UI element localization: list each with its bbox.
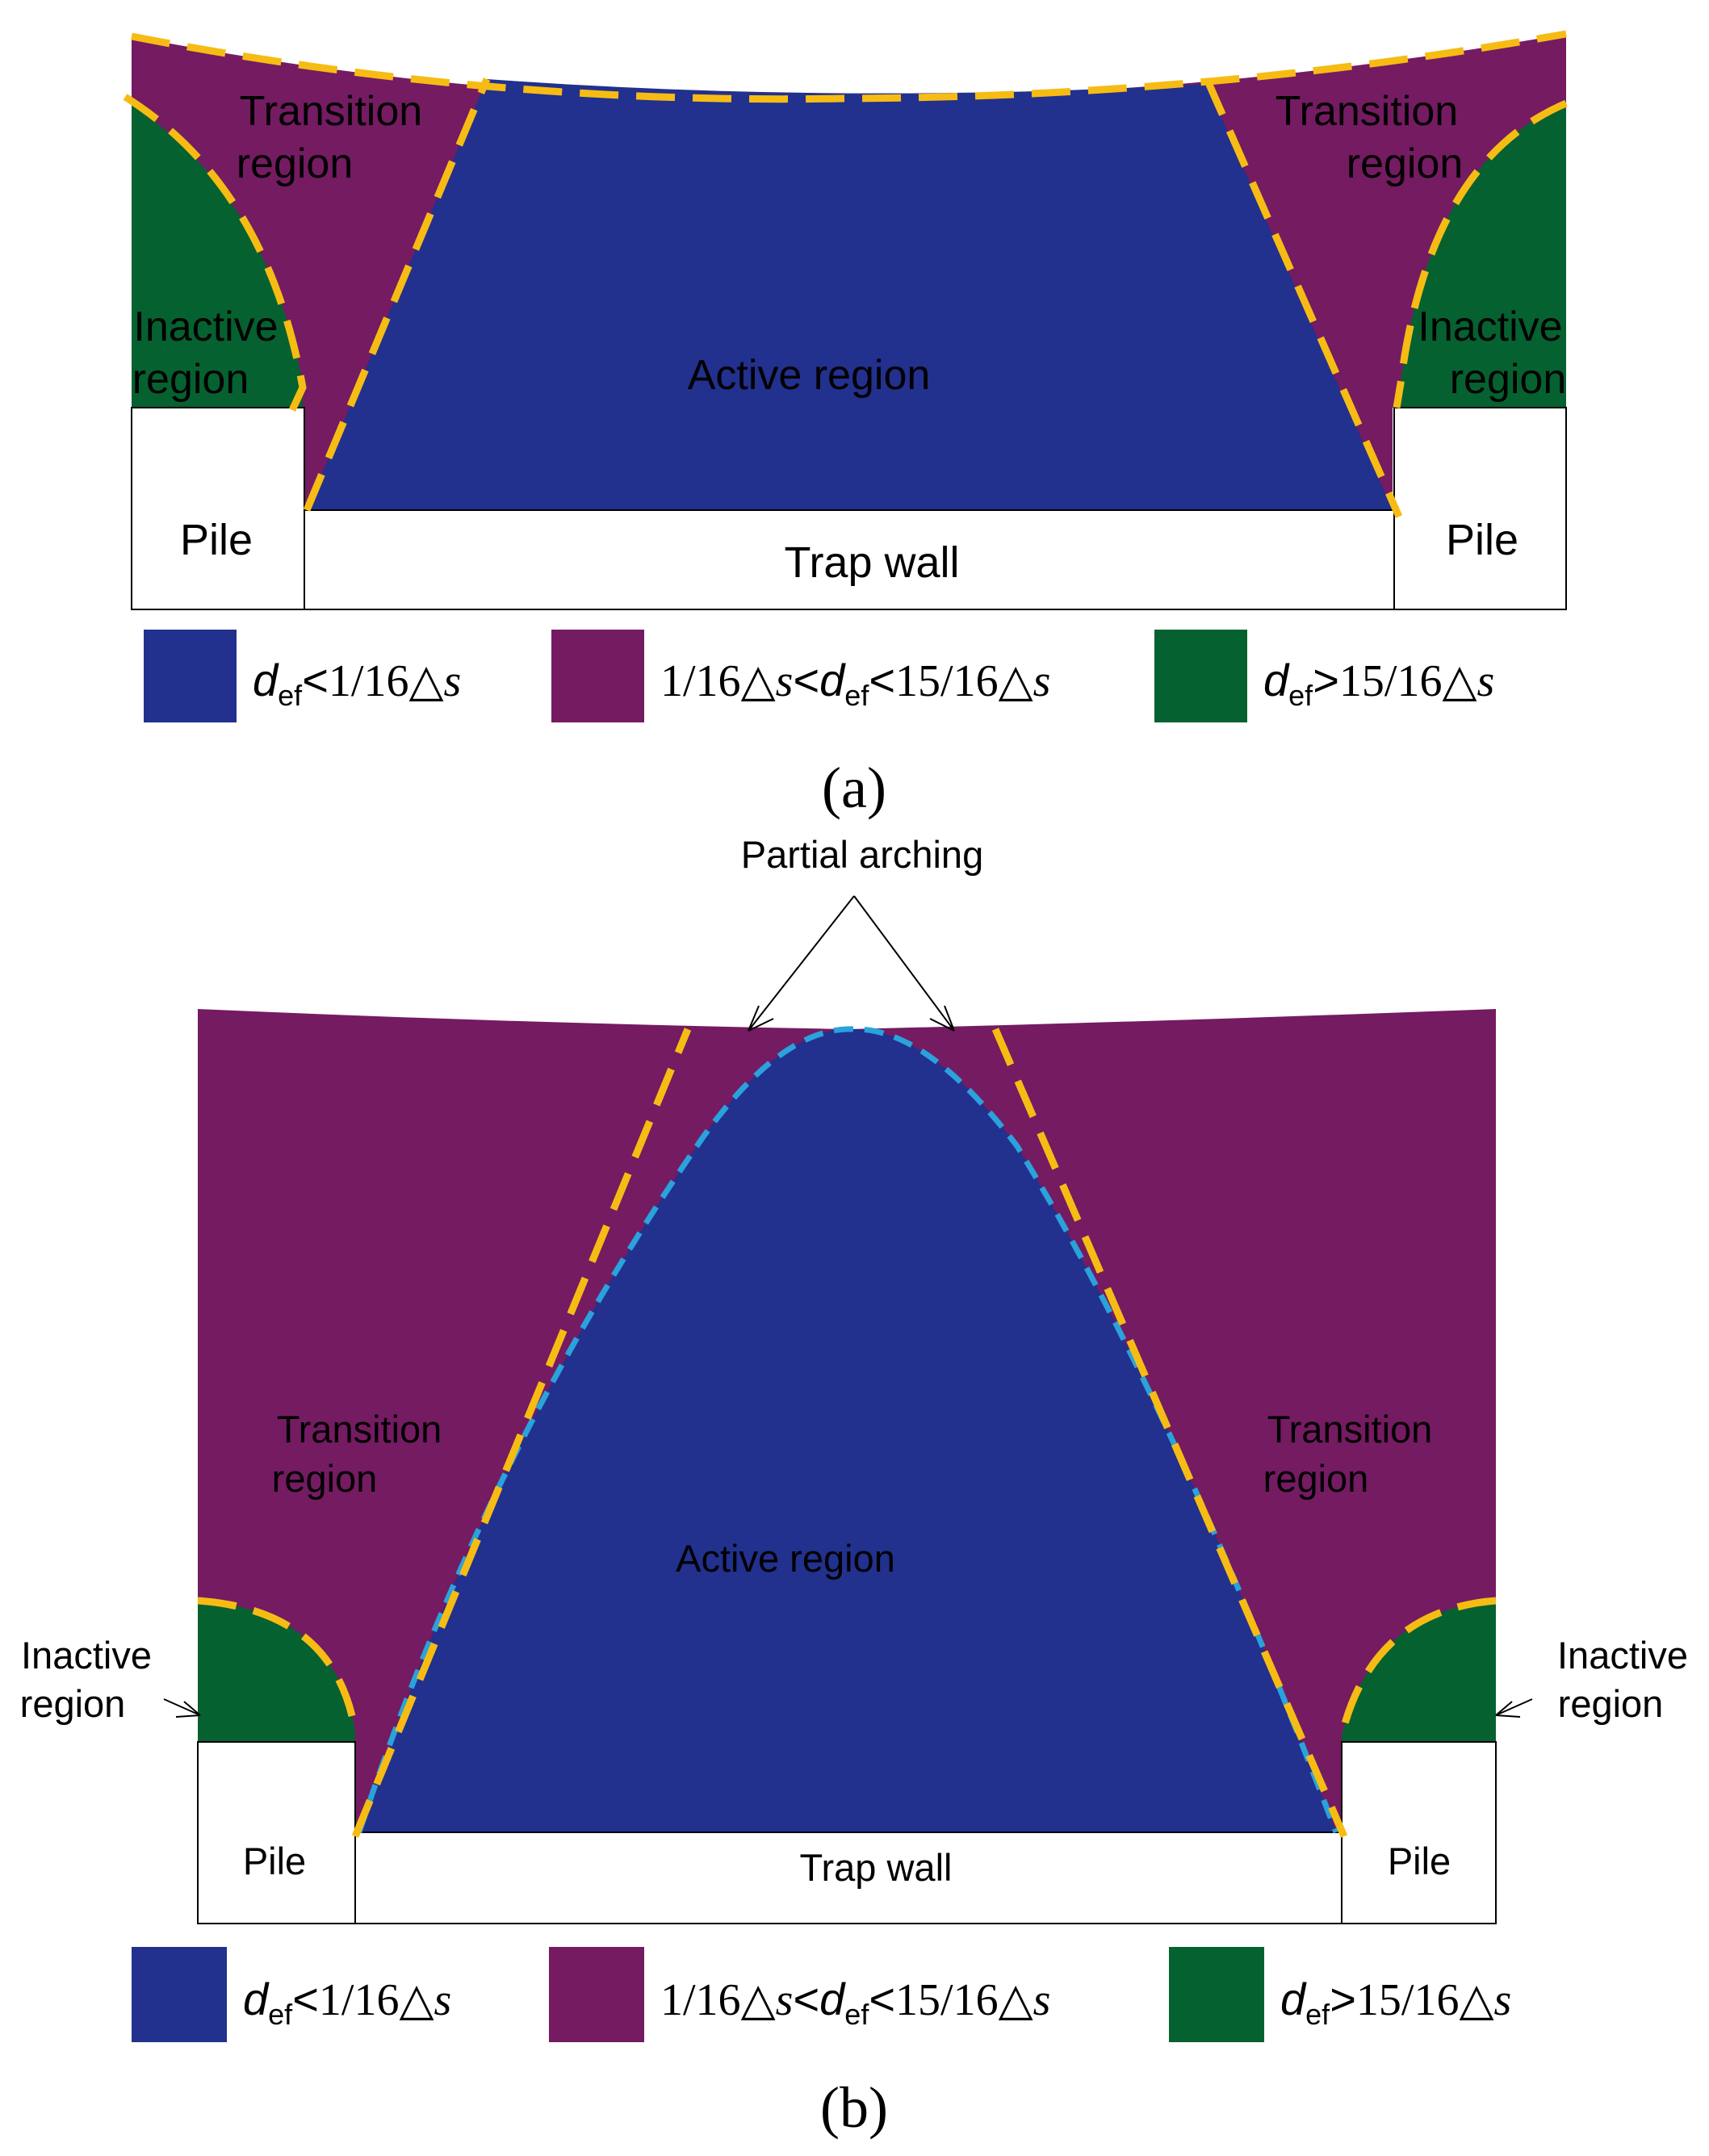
legend-b-swatch-transition bbox=[549, 1947, 644, 2042]
caption-a: (a) bbox=[822, 756, 886, 820]
panel-b-active-label: Active region bbox=[676, 1537, 895, 1580]
panel-b-active-region bbox=[359, 1028, 1336, 1832]
panel-b-inactive-left bbox=[198, 1601, 355, 1742]
panel-b-pile-left-label: Pile bbox=[243, 1840, 306, 1882]
panel-b-transition-right-line1: Transition bbox=[1267, 1408, 1433, 1451]
legend-a-swatch-transition bbox=[551, 630, 644, 722]
legend-b-text-transition: 1/16△s<def<15/16△s bbox=[660, 1974, 1050, 2031]
panel-b-inactive-left-boundary bbox=[197, 1597, 359, 1732]
panel-a-inactive-right-boundary bbox=[1393, 99, 1568, 408]
legend-a-text-active: def<1/16△s bbox=[253, 655, 461, 712]
panel-b-trap-wall bbox=[354, 1832, 1342, 1924]
panel-b-inactive-right-line2: region bbox=[1558, 1682, 1664, 1725]
panel-a-inactive-right bbox=[1394, 103, 1566, 408]
panel-a-inactive-left-line2: region bbox=[132, 356, 249, 403]
panel-b-trap-wall-label: Trap wall bbox=[800, 1846, 953, 1889]
panel-b-inactive-right-arrow bbox=[1495, 1698, 1533, 1718]
panel-a-transition-right-line1: Transition bbox=[1275, 88, 1458, 135]
panel-a-inactive-left-boundary bbox=[123, 94, 307, 412]
panel-b-inactive-left-line1: Inactive bbox=[21, 1634, 152, 1677]
legend-a-swatch-inactive bbox=[1154, 630, 1247, 722]
panel-a-transition-left-line2: region bbox=[237, 140, 354, 187]
panel-b-active-right-boundary bbox=[991, 1028, 1348, 1838]
panel-b-inactive-right-line1: Inactive bbox=[1557, 1634, 1688, 1677]
panel-b-pile-right-label: Pile bbox=[1388, 1840, 1451, 1882]
panel-b-arching-arrow-right bbox=[853, 895, 955, 1032]
panel-a-active-right-boundary bbox=[1203, 77, 1403, 518]
panel-b-pile-right bbox=[1341, 1741, 1497, 1924]
panel-a-pile-right bbox=[1393, 407, 1567, 610]
panel-a-transition-left-line1: Transition bbox=[240, 88, 422, 135]
legend-a: def<1/16△s 1/16△s<def<15/16△s def>15/16△… bbox=[144, 630, 1494, 722]
legend-a-text-transition: 1/16△s<def<15/16△s bbox=[660, 655, 1050, 712]
panel-a-pile-right-label: Pile bbox=[1446, 516, 1518, 564]
panel-a-inactive-right-line1: Inactive bbox=[1418, 304, 1562, 350]
panel-a-active-label: Active region bbox=[688, 352, 931, 399]
panel-b-transition-left-line1: Transition bbox=[277, 1408, 442, 1451]
panel-b-pile-left bbox=[197, 1741, 356, 1924]
legend-b-text-active: def<1/16△s bbox=[243, 1974, 451, 2031]
legend-b-text-inactive: def>15/16△s bbox=[1280, 1974, 1511, 2031]
panel-a-transition-right-line2: region bbox=[1347, 140, 1464, 187]
panel-b-active-left-boundary bbox=[351, 1028, 692, 1838]
panel-a-top-boundary bbox=[131, 30, 1567, 103]
legend-b-swatch-inactive bbox=[1169, 1947, 1264, 2042]
panel-a-active-region bbox=[307, 79, 1393, 510]
legend-a-swatch-active bbox=[144, 630, 237, 722]
panel-a-inactive-left bbox=[132, 105, 303, 408]
panel-a-pile-left bbox=[131, 407, 305, 610]
panel-a: Transition region Transition region Inac… bbox=[123, 30, 1568, 610]
panel-a-trap-wall-label: Trap wall bbox=[784, 538, 959, 587]
panel-a-inactive-left-line1: Inactive bbox=[133, 304, 278, 350]
panel-b-arching-arrow-left bbox=[748, 895, 855, 1032]
legend-b-swatch-active bbox=[132, 1947, 227, 2042]
panel-b-inactive-right-boundary bbox=[1338, 1597, 1497, 1737]
panel-b-inactive-left-arrow bbox=[163, 1698, 201, 1718]
panel-b-inactive-right bbox=[1342, 1601, 1496, 1742]
panel-a-inactive-right-line2: region bbox=[1450, 356, 1567, 403]
panel-a-active-left-boundary bbox=[303, 77, 491, 512]
panel-b-inactive-left-line2: region bbox=[20, 1682, 126, 1725]
panel-b: Partial arching Inactive region Inactive… bbox=[20, 833, 1688, 1924]
legend-a-text-inactive: def>15/16△s bbox=[1263, 655, 1494, 712]
legend-b: def<1/16△s 1/16△s<def<15/16△s def>15/16△… bbox=[132, 1947, 1511, 2042]
panel-b-transition-right-line2: region bbox=[1263, 1457, 1369, 1500]
panel-a-pile-left-label: Pile bbox=[180, 516, 253, 564]
panel-b-partial-arching-label: Partial arching bbox=[741, 833, 983, 876]
panel-b-transition-left-line2: region bbox=[272, 1457, 378, 1500]
caption-b: (b) bbox=[820, 2075, 888, 2140]
panel-a-trap-wall bbox=[304, 509, 1395, 610]
